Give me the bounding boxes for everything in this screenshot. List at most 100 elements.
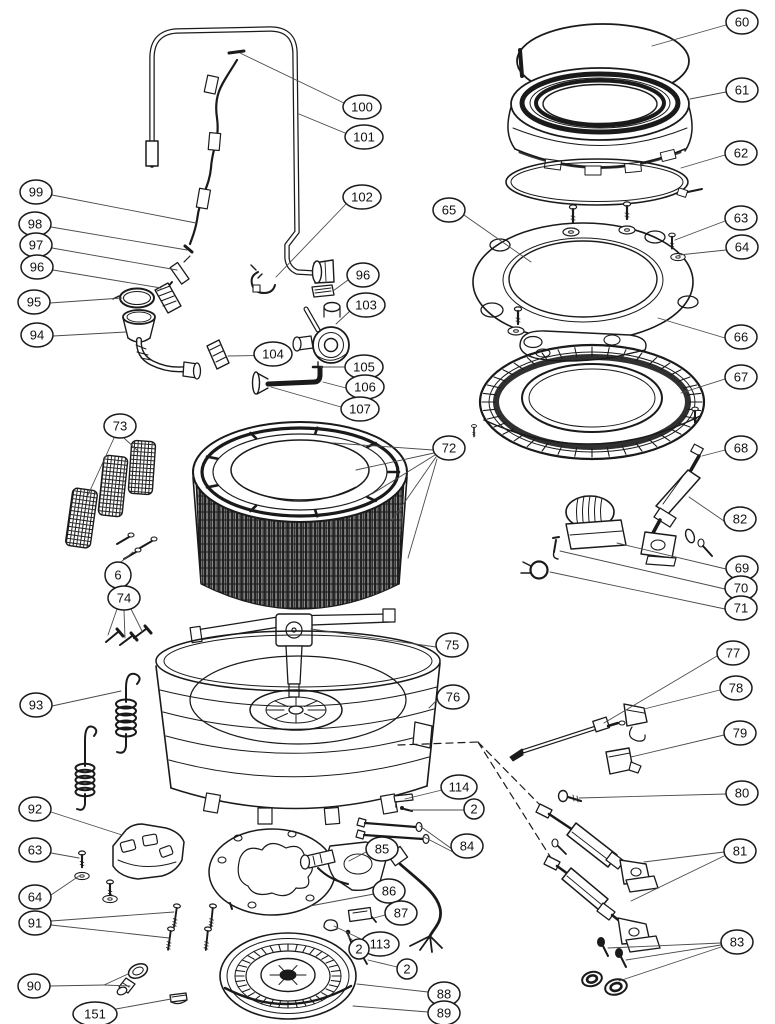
leader-line-101	[298, 113, 346, 134]
wire-harness-drawing	[387, 845, 443, 953]
callout-bubble-79	[723, 720, 757, 746]
rod-fasteners-drawing	[581, 937, 628, 996]
callout-bubble-114	[440, 774, 478, 800]
tick-mark	[366, 495, 378, 503]
callout-bubble-90	[17, 973, 51, 999]
callout-bubble-93	[19, 692, 53, 718]
air-dome-hose-drawing	[122, 309, 202, 380]
tick-mark	[274, 713, 288, 720]
callout-93: 93	[19, 690, 122, 718]
tick-mark	[330, 969, 341, 973]
callout-label-61: 61	[735, 83, 749, 98]
leader-line-72	[332, 442, 434, 451]
callout-92: 92	[18, 796, 123, 836]
leader-line-99	[51, 194, 197, 224]
callout-bubble-77	[716, 640, 750, 666]
basket-screws-drawing	[116, 532, 158, 560]
callout-label-74: 74	[117, 591, 131, 606]
leader-line-83	[625, 944, 722, 961]
outer-tub-drawing	[155, 630, 441, 826]
tick-mark	[486, 415, 501, 420]
tick-mark	[292, 965, 298, 971]
callout-label-102: 102	[351, 190, 373, 205]
callout-label-105: 105	[353, 360, 375, 375]
tick-mark	[330, 979, 341, 983]
callout-65: 65	[432, 197, 532, 263]
callout-bubble-63-top	[724, 205, 758, 231]
leader-line-73	[123, 437, 140, 453]
callout-bubble-2-stator	[348, 938, 370, 960]
tick-mark	[687, 392, 702, 396]
callout-104: 104	[227, 341, 293, 367]
leader-line-74	[107, 608, 118, 636]
callout-bubble-61	[725, 77, 759, 103]
leader-line-66	[657, 317, 726, 339]
leader-line-90	[49, 973, 129, 987]
tick-mark	[635, 352, 643, 362]
tick-mark	[278, 979, 284, 985]
drain-tube-drawing	[251, 366, 323, 395]
leader-line-83	[618, 946, 722, 982]
callout-bubble-78	[719, 675, 753, 701]
tick-mark	[313, 426, 319, 435]
callout-label-70: 70	[734, 581, 748, 596]
tick-mark	[677, 422, 691, 428]
tick-mark	[309, 947, 316, 955]
callout-label-81: 81	[733, 844, 747, 859]
tub-bracket-114-drawing	[393, 793, 414, 812]
tick-mark	[557, 445, 563, 455]
callout-label-99: 99	[29, 185, 43, 200]
tick-mark	[249, 431, 258, 440]
leader-line-100	[239, 52, 345, 104]
callout-97: 97	[19, 232, 178, 271]
callout-label-103: 103	[355, 298, 377, 313]
callout-69: 69	[616, 542, 759, 581]
leader-line-2-rotor	[367, 959, 398, 968]
leader-line-67	[680, 378, 726, 394]
callout-73: 73	[87, 413, 140, 496]
pressure-hose-drawing	[183, 49, 246, 254]
tick-mark	[274, 700, 288, 707]
clip-fasteners-drawing	[105, 624, 153, 646]
callout-bubble-95	[17, 289, 51, 315]
callout-bubble-104	[253, 341, 293, 367]
drain-nipple-drawing	[311, 361, 324, 369]
callout-75: 75	[310, 628, 469, 658]
callout-bubble-103	[346, 292, 386, 318]
callout-label-72: 72	[442, 441, 456, 456]
callout-bubble-66	[724, 324, 758, 350]
callout-84: 84	[419, 825, 484, 859]
tick-mark	[237, 964, 248, 968]
callout-label-64-top: 64	[735, 240, 749, 255]
callout-bubble-82	[723, 506, 757, 532]
tick-mark	[648, 438, 658, 448]
callout-label-2-stator: 2	[355, 942, 362, 957]
callout-100: 100	[239, 52, 382, 120]
leader-line-72	[371, 454, 436, 495]
tick-mark	[302, 945, 307, 953]
callout-76: 76	[428, 684, 470, 710]
tick-mark	[621, 445, 627, 455]
callout-label-90: 90	[27, 979, 41, 994]
tick-mark	[669, 369, 682, 376]
callout-106: 106	[322, 374, 385, 400]
tick-mark	[278, 965, 284, 971]
leader-line-74	[123, 609, 126, 639]
callout-label-85: 85	[375, 842, 389, 857]
callout-label-86: 86	[382, 884, 396, 899]
callout-bubble-85	[365, 836, 399, 862]
tick-mark	[366, 441, 378, 449]
leader-line-69	[616, 542, 727, 570]
tick-mark	[502, 369, 515, 376]
callout-label-75: 75	[445, 638, 459, 653]
callout-bubble-92	[18, 796, 52, 822]
tick-mark	[235, 969, 246, 973]
leader-line-84	[423, 836, 454, 853]
callout-151: 151	[72, 998, 172, 1024]
callout-64-top: 64	[678, 234, 759, 260]
drain-hose-drawing	[145, 26, 335, 284]
tick-mark	[304, 700, 318, 707]
leader-line-72	[407, 458, 438, 559]
tick-mark	[325, 959, 335, 964]
callout-bubble-65	[432, 197, 466, 223]
